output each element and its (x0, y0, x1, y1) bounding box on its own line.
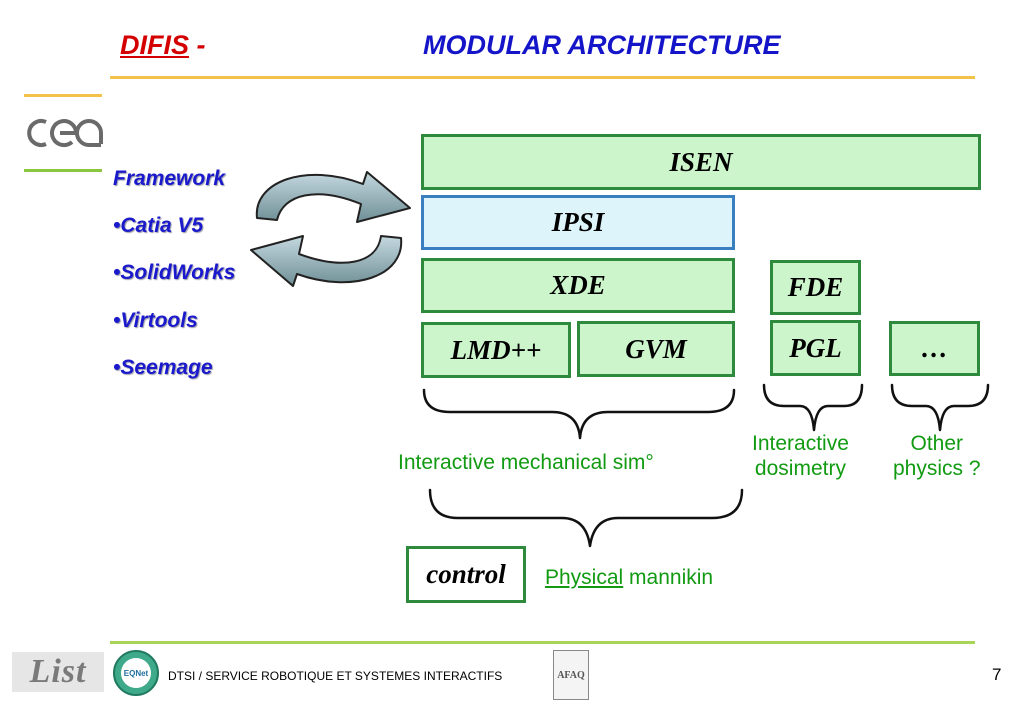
bullet: • (113, 261, 121, 284)
page-number: 7 (992, 665, 1002, 684)
pgl-module-box: PGL (770, 320, 861, 376)
other-physics-label: Other physics ? (893, 431, 981, 481)
dosimetry-label-line2: dosimetry (754, 457, 846, 480)
framework-heading: Framework (113, 167, 226, 190)
header-divider (110, 76, 975, 79)
isen-module-box: ISEN (421, 134, 981, 190)
certification-logo-text: EQNet (121, 658, 151, 688)
brace-dosimetry (762, 383, 864, 432)
dosimetry-label-line1: Interactive (752, 432, 849, 455)
physical-link[interactable]: Physical (545, 566, 624, 589)
list-logo: List (12, 652, 104, 692)
framework-item-label: SolidWorks (120, 261, 236, 284)
framework-item-catia: •Catia V5 (113, 214, 203, 238)
brand-title: DIFIS - (120, 30, 206, 61)
other-physics-label-line1: Other (910, 432, 964, 455)
ipsi-module-box: IPSI (421, 195, 735, 250)
mechanical-sim-label: Interactive mechanical sim° (398, 451, 654, 474)
cycle-arrows-icon (250, 171, 411, 287)
framework-item-seemage: •Seemage (113, 356, 213, 380)
bullet: • (113, 214, 121, 237)
logo-rule-top (24, 94, 102, 97)
framework-item-virtools: •Virtools (113, 309, 198, 333)
framework-item-label: Catia V5 (120, 214, 204, 237)
footer-department: DTSI / SERVICE ROBOTIQUE ET SYSTEMES INT… (168, 669, 503, 683)
cea-logo (27, 119, 103, 148)
bullet: • (113, 309, 121, 332)
control-box: control (406, 546, 526, 603)
brace-physical (428, 488, 744, 548)
framework-item-label: Seemage (120, 356, 213, 379)
physical-mannikin-label: Physical mannikin (545, 565, 713, 590)
logo-rule-bottom (24, 169, 102, 172)
page-title: MODULAR ARCHITECTURE (423, 30, 781, 60)
brace-other (890, 383, 990, 432)
fde-module-box: FDE (770, 260, 861, 315)
brand-name: DIFIS (120, 30, 190, 60)
dosimetry-label: Interactive dosimetry (752, 431, 849, 481)
gvm-module-box: GVM (577, 321, 735, 377)
framework-item-solidworks: •SolidWorks (113, 261, 236, 285)
xde-module-box: XDE (421, 258, 735, 313)
bullet: • (113, 356, 121, 379)
footer-divider (110, 641, 975, 644)
brand-dash: - (196, 30, 206, 60)
other-module-box: … (889, 321, 980, 376)
lmd-module-box: LMD++ (421, 322, 571, 378)
afaq-logo: AFAQ (553, 650, 589, 700)
framework-item-label: Virtools (120, 309, 198, 332)
certification-logo: EQNet (113, 650, 159, 696)
brace-mechanical (422, 388, 736, 440)
other-physics-label-line2: physics ? (893, 457, 981, 480)
mannikin-text: mannikin (629, 566, 714, 589)
